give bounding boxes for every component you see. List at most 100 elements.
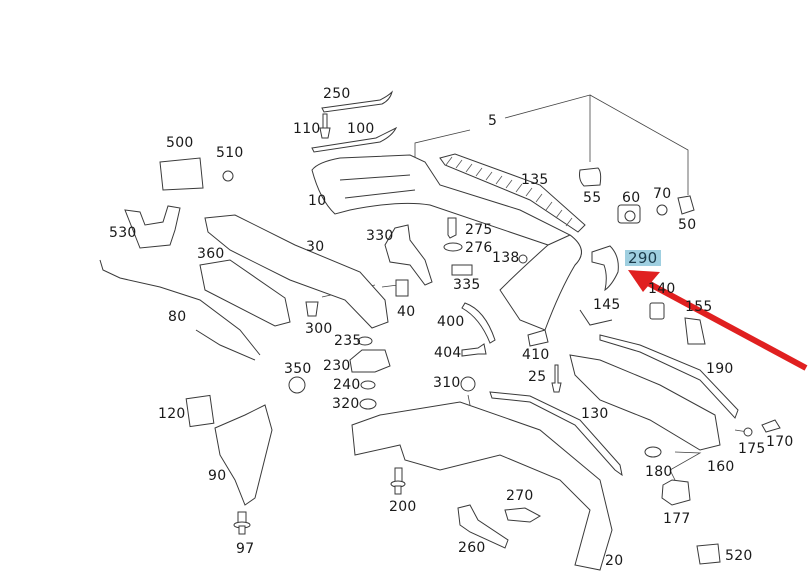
label-part-200[interactable]: 200: [389, 499, 417, 515]
label-part-100[interactable]: 100: [347, 121, 375, 137]
label-part-400[interactable]: 400: [437, 314, 465, 330]
label-part-275[interactable]: 275: [465, 222, 493, 238]
part-270-clip: [504, 507, 542, 523]
label-part-350[interactable]: 350: [284, 361, 312, 377]
part-310-nut: [460, 376, 476, 392]
part-190-trim: [599, 334, 739, 419]
label-part-130[interactable]: 130: [581, 406, 609, 422]
part-276-washer: [443, 242, 463, 252]
part-40-plate: [395, 279, 409, 297]
part-130-trim: [489, 391, 623, 477]
part-97-bolt: [233, 511, 251, 535]
part-80-wiring: [99, 259, 261, 356]
part-300-nut: [305, 301, 319, 317]
label-part-510[interactable]: 510: [216, 145, 244, 161]
part-110-clip: [319, 113, 331, 139]
label-part-97[interactable]: 97: [236, 541, 255, 557]
label-part-177[interactable]: 177: [663, 511, 691, 527]
label-part-335[interactable]: 335: [453, 277, 481, 293]
label-part-145[interactable]: 145: [593, 297, 621, 313]
label-part-25[interactable]: 25: [528, 369, 547, 385]
part-60-sensor: [617, 204, 641, 224]
part-200-bolt: [390, 467, 406, 495]
part-530-bracket: [124, 205, 181, 249]
part-290-panel: [591, 245, 619, 292]
part-175-washer: [743, 427, 753, 437]
label-part-270[interactable]: 270: [506, 488, 534, 504]
label-part-300[interactable]: 300: [305, 321, 333, 337]
part-140-cover: [649, 302, 665, 320]
label-part-180[interactable]: 180: [645, 464, 673, 480]
part-170-screw: [761, 419, 781, 433]
part-250-strip: [321, 90, 393, 113]
label-part-120[interactable]: 120: [158, 406, 186, 422]
part-330-bracket: [384, 224, 433, 286]
label-part-240[interactable]: 240: [333, 377, 361, 393]
part-120-plate: [185, 394, 215, 428]
part-20-lower-diffuser: [351, 401, 613, 571]
part-500-module: [159, 157, 204, 191]
label-part-60[interactable]: 60: [622, 190, 641, 206]
part-25-pin: [551, 364, 562, 393]
label-part-530[interactable]: 530: [109, 225, 137, 241]
part-90-bracket: [214, 404, 273, 506]
label-part-135[interactable]: 135: [521, 172, 549, 188]
label-part-310[interactable]: 310: [433, 375, 461, 391]
label-part-90[interactable]: 90: [208, 468, 227, 484]
label-part-70[interactable]: 70: [653, 186, 672, 202]
label-part-30[interactable]: 30: [306, 239, 325, 255]
label-part-10[interactable]: 10: [308, 193, 327, 209]
part-410-screw: [527, 329, 549, 347]
label-part-140[interactable]: 140: [648, 281, 676, 297]
part-240-washer: [360, 380, 376, 390]
part-180-grommet: [644, 446, 662, 458]
part-235-washer: [357, 336, 373, 346]
label-part-320[interactable]: 320: [332, 396, 360, 412]
label-part-276[interactable]: 276: [465, 240, 493, 256]
part-320-clip: [359, 398, 377, 410]
label-part-155[interactable]: 155: [685, 299, 713, 315]
part-160-diffuser: [569, 354, 721, 451]
part-155-bracket: [684, 317, 706, 345]
label-part-40[interactable]: 40: [397, 304, 416, 320]
label-part-360[interactable]: 360: [197, 246, 225, 262]
label-part-160[interactable]: 160: [707, 459, 735, 475]
label-part-330[interactable]: 330: [366, 228, 394, 244]
label-part-50[interactable]: 50: [678, 217, 697, 233]
part-400-strip: [461, 302, 496, 344]
part-350-clip: [288, 376, 306, 394]
label-part-190[interactable]: 190: [706, 361, 734, 377]
label-part-250[interactable]: 250: [323, 86, 351, 102]
part-100-strip: [311, 126, 398, 153]
label-part-20[interactable]: 20: [605, 553, 624, 569]
part-335-clip: [451, 264, 473, 276]
part-360-absorber: [199, 259, 291, 327]
part-138-washer: [518, 254, 528, 264]
label-part-80[interactable]: 80: [168, 309, 187, 325]
label-part-404[interactable]: 404: [434, 345, 462, 361]
part-30-impact-bar: [204, 214, 389, 329]
label-part-138[interactable]: 138: [492, 250, 520, 266]
part-50-holder: [677, 195, 695, 215]
part-145-arrow: [579, 309, 613, 326]
label-part-110[interactable]: 110: [293, 121, 321, 137]
part-260-bracket: [457, 504, 509, 549]
label-part-260[interactable]: 260: [458, 540, 486, 556]
label-part-230[interactable]: 230: [323, 358, 351, 374]
label-part-500[interactable]: 500: [166, 135, 194, 151]
label-part-175[interactable]: 175: [738, 441, 766, 457]
label-part-290-highlighted[interactable]: 290: [625, 250, 661, 266]
part-230-bracket: [349, 349, 391, 373]
part-275-bolt: [447, 217, 457, 239]
label-part-55[interactable]: 55: [583, 190, 602, 206]
label-part-170[interactable]: 170: [766, 434, 794, 450]
label-part-520[interactable]: 520: [725, 548, 753, 564]
part-510-connector: [222, 170, 234, 182]
label-part-410[interactable]: 410: [522, 347, 550, 363]
pointer-arrow: [628, 270, 808, 371]
part-404-pin: [461, 343, 487, 357]
label-part-235[interactable]: 235: [334, 333, 362, 349]
label-part-5[interactable]: 5: [488, 113, 498, 129]
part-70-ring: [656, 204, 668, 216]
